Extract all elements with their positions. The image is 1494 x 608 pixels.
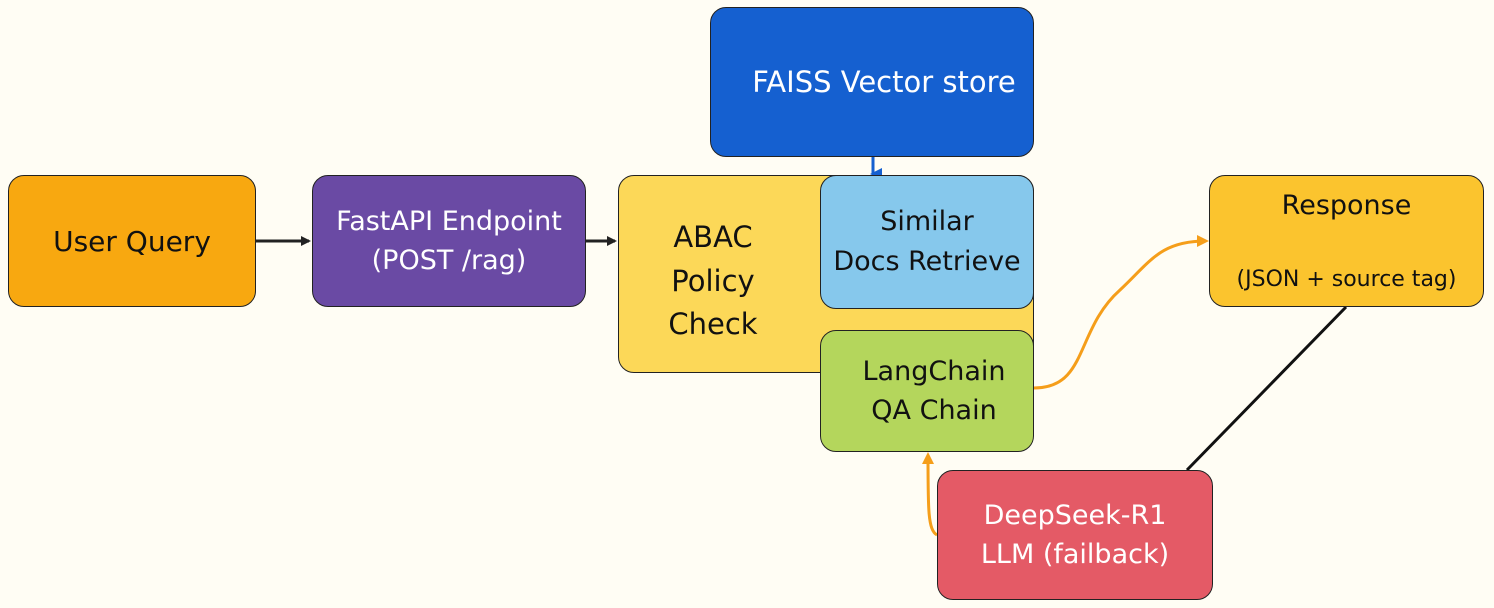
similar-docs-retrieve-label: Similar Docs Retrieve <box>833 205 1021 278</box>
langchain-qa-chain-node: LangChain QA Chain <box>820 330 1034 452</box>
similar-docs-retrieve-node: Similar Docs Retrieve <box>820 175 1034 309</box>
arrow-deepseek-to-langchain <box>922 452 938 537</box>
arrow-langchain-to-response <box>1033 235 1209 390</box>
user-query-node: User Query <box>8 175 256 307</box>
langchain-qa-chain-label: LangChain QA Chain <box>862 355 1006 426</box>
line-deepseek-to-response <box>1185 305 1348 472</box>
faiss-vector-store-node: FAISS Vector store <box>710 7 1034 157</box>
response-label-group: Response (JSON + source tag) <box>1237 147 1457 335</box>
deepseek-llm-label: DeepSeek-R1 LLM (failback) <box>980 499 1170 570</box>
deepseek-llm-node: DeepSeek-R1 LLM (failback) <box>937 470 1213 600</box>
user-query-label: User Query <box>53 224 211 258</box>
fastapi-endpoint-node: FastAPI Endpoint (POST /rag) <box>312 175 586 307</box>
response-node: Response (JSON + source tag) <box>1209 175 1484 307</box>
fastapi-endpoint-label: FastAPI Endpoint (POST /rag) <box>336 205 562 276</box>
abac-policy-check-label: ABAC Policy Check <box>668 220 758 341</box>
faiss-vector-store-label: FAISS Vector store <box>752 65 1016 99</box>
response-title: Response <box>1281 189 1412 221</box>
response-subtitle: (JSON + source tag) <box>1236 267 1457 293</box>
